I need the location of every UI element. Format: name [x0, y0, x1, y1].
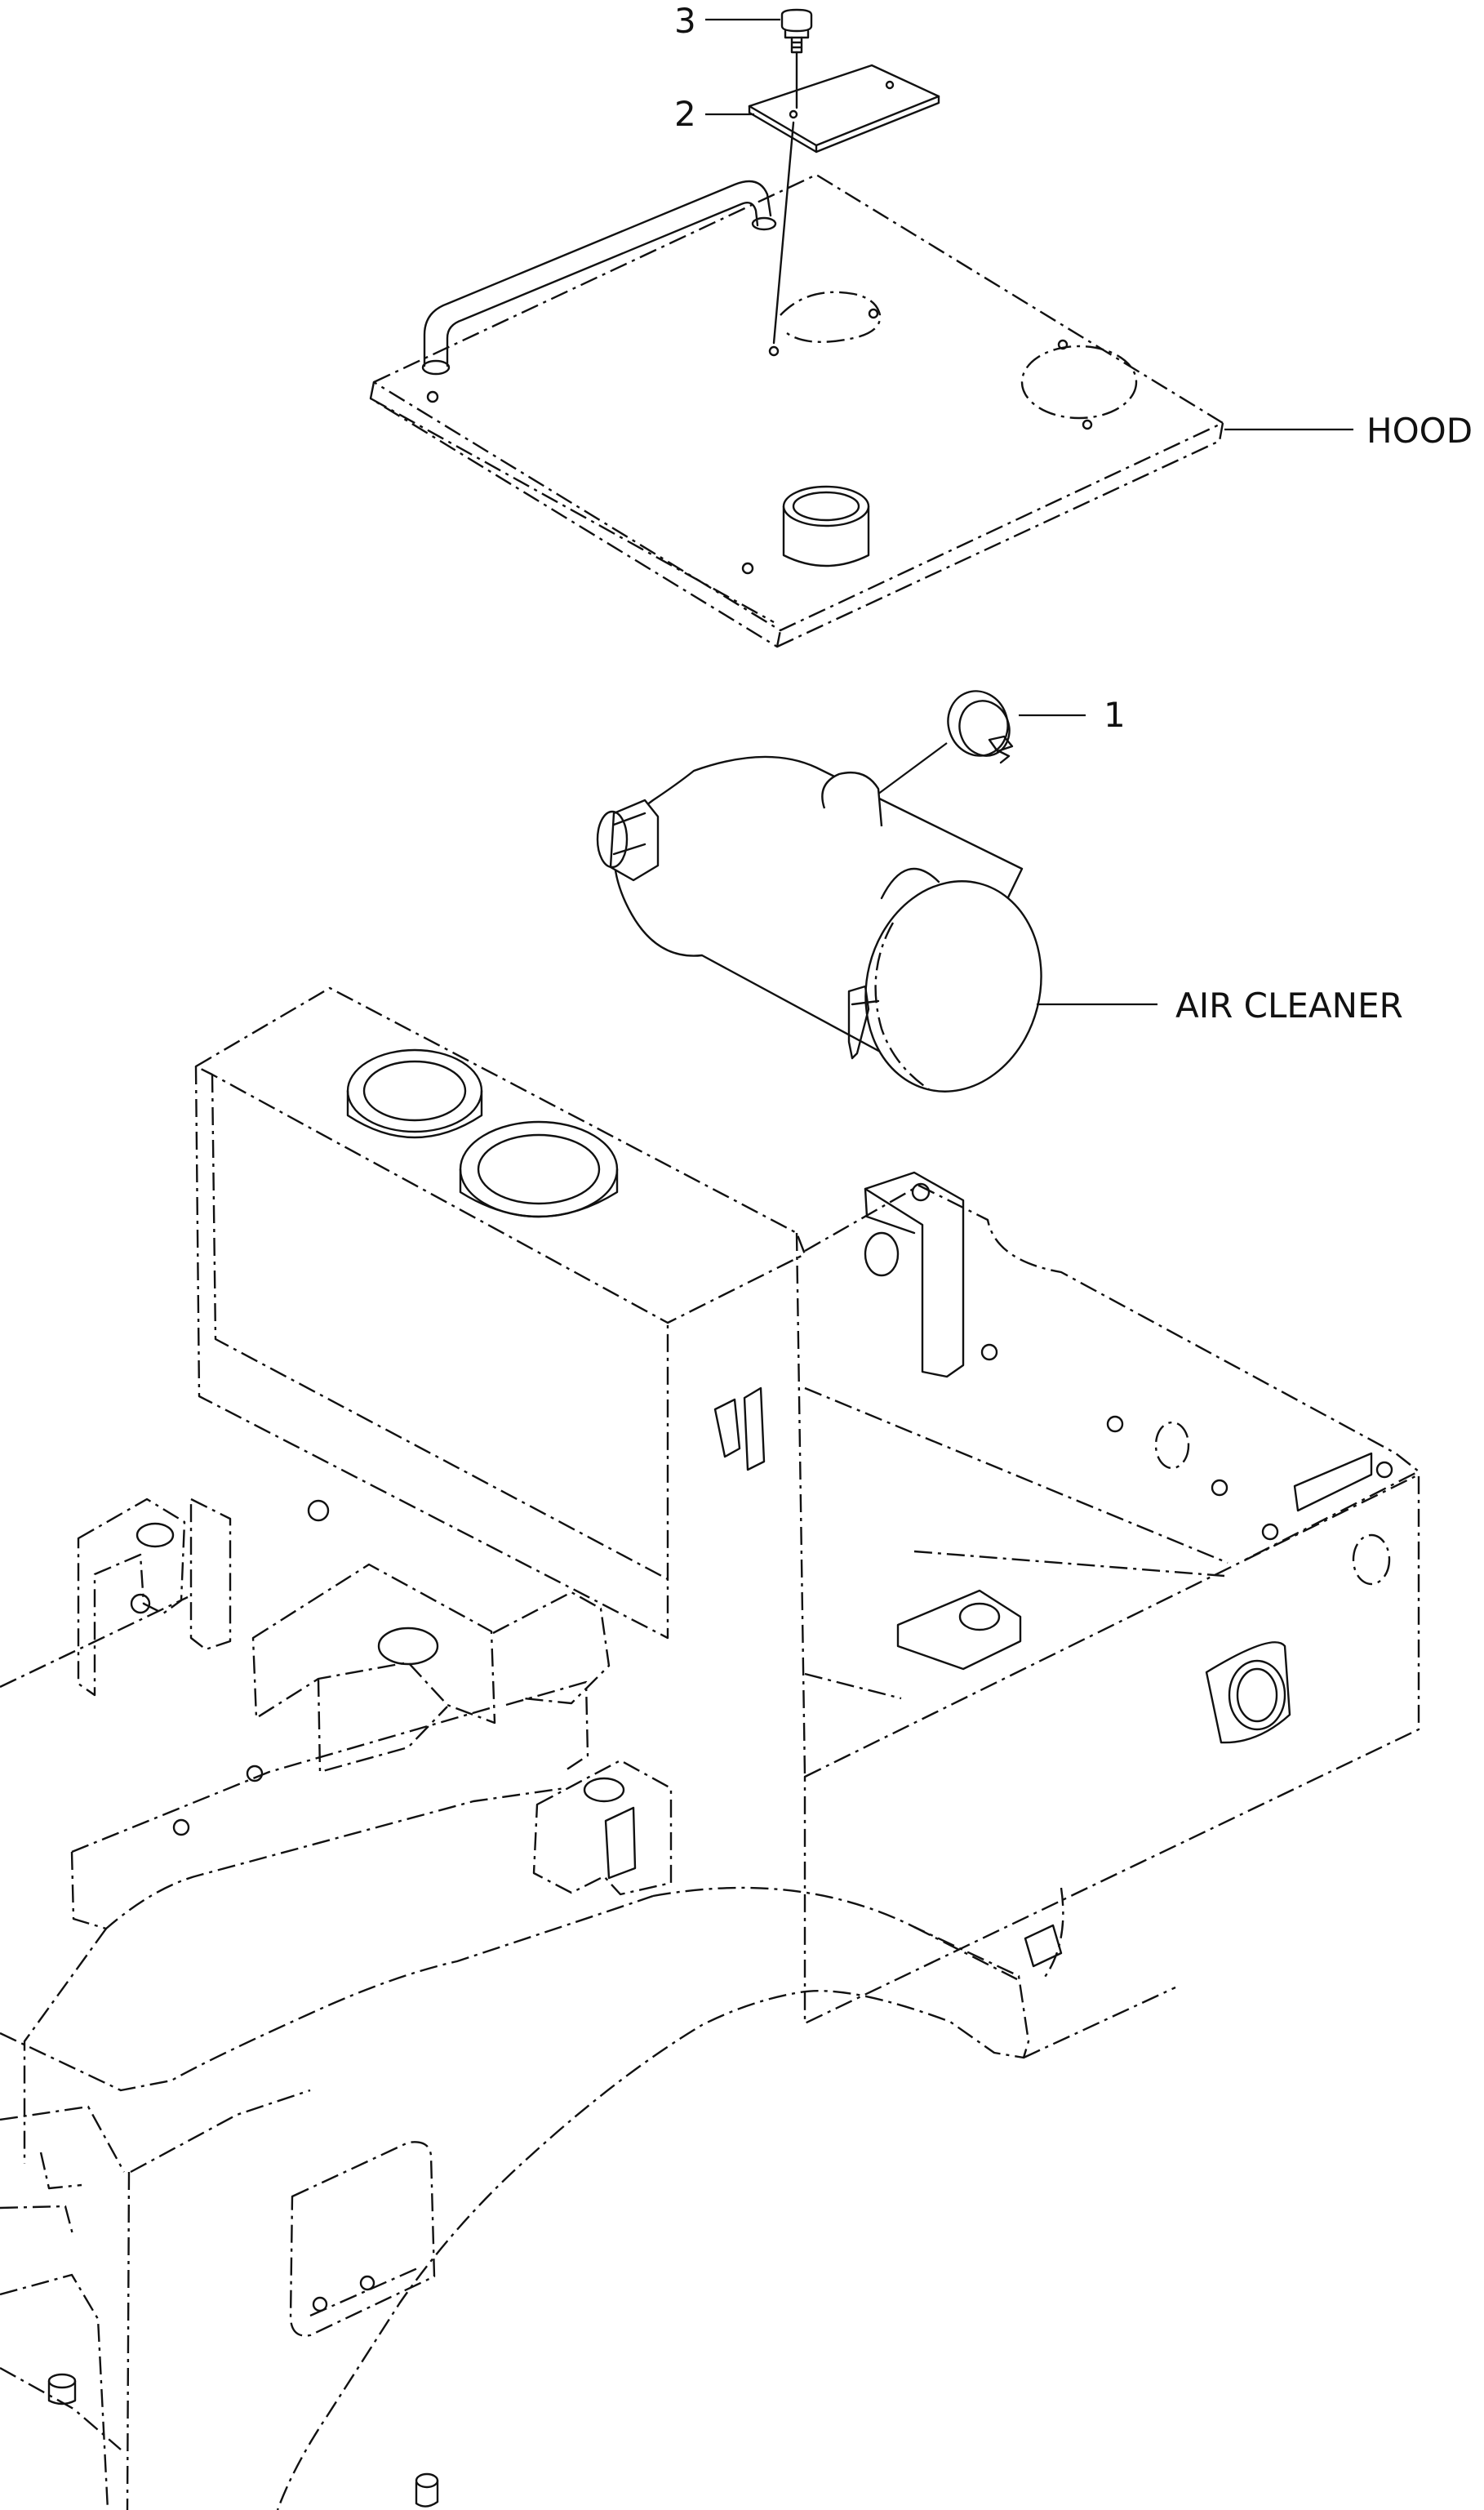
hood-panel	[369, 173, 1224, 648]
part-3-plug	[780, 8, 813, 54]
assembly-line-lower	[772, 121, 795, 345]
callout-3: 3	[674, 1, 696, 41]
air-cleaner-body	[596, 755, 1042, 1093]
leader-lines	[705, 18, 1353, 1006]
air-cleaner-label: AIR CLEANER	[1175, 986, 1403, 1026]
hood-label: HOOD	[1366, 411, 1473, 451]
callout-2: 2	[674, 94, 696, 134]
part-1-clamp	[947, 690, 1014, 764]
callout-1: 1	[1104, 695, 1126, 735]
part-2-plate	[748, 64, 940, 154]
machine-frame	[0, 986, 1420, 2510]
